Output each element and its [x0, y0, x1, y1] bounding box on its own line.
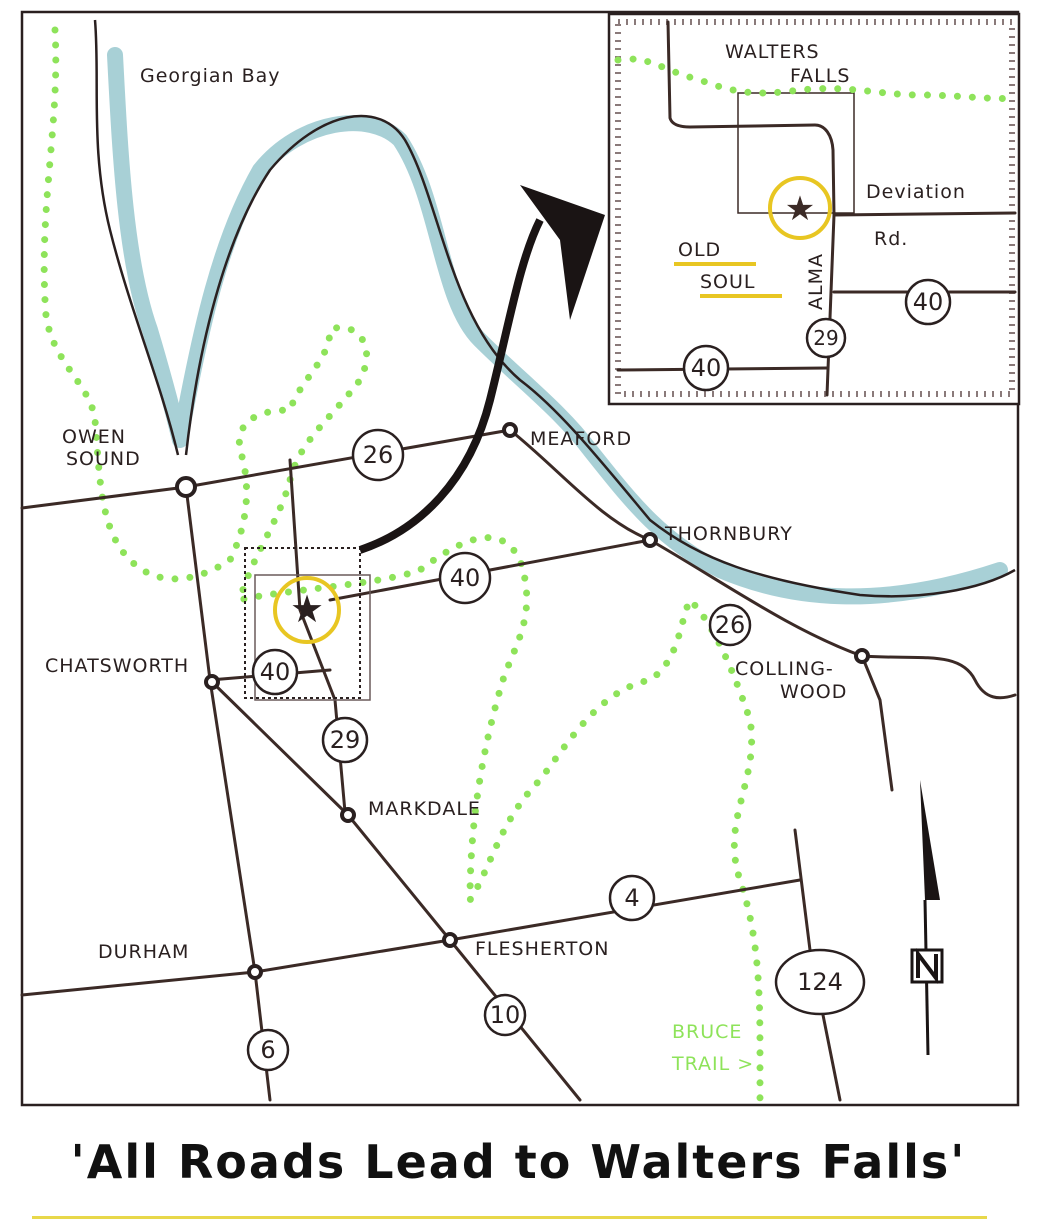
town-marker [204, 674, 220, 690]
location-highlight [273, 576, 341, 644]
deviation-rd-label-2: Rd. [874, 228, 908, 250]
svg-text:40: 40 [260, 658, 291, 686]
town-marker [247, 964, 263, 980]
star-icon: ★ [290, 587, 324, 631]
svg-text:29: 29 [813, 326, 838, 350]
map-caption: 'All Roads Lead to Walters Falls' [70, 1135, 967, 1189]
markdale-label: MARKDALE [368, 798, 481, 820]
map-frame [20, 10, 1020, 1107]
highway-26-shield: 26 [351, 428, 405, 482]
highway-29-shield: 29 [321, 716, 369, 764]
highway-40-shield: 40 [251, 648, 299, 696]
collingwood-label-1: COLLING- [735, 658, 834, 680]
thornbury-label: THORNBURY [664, 523, 793, 545]
svg-text:29: 29 [330, 726, 361, 754]
town-marker [340, 807, 356, 823]
caption-underline [32, 1216, 987, 1219]
town-marker [854, 648, 870, 664]
highway-124-shield: 124 [774, 948, 866, 1016]
location-highlight [768, 176, 832, 240]
bruce-trail [40, 26, 764, 1104]
meaford-label: MEAFORD [530, 428, 632, 450]
highway-10-shield: 10 [483, 993, 527, 1037]
chatsworth-label: CHATSWORTH [45, 655, 189, 677]
inset-highway-29-shield: 29 [805, 317, 847, 359]
town-marker [442, 932, 458, 948]
svg-text:40: 40 [691, 354, 722, 382]
arrow-to-inset [358, 218, 544, 554]
highway-26-shield: 26 [708, 603, 752, 647]
north-arrow-icon [910, 780, 944, 1056]
deviation-rd-label-1: Deviation [866, 181, 966, 203]
arrow-head-icon [520, 185, 605, 320]
old-soul-label-2: SOUL [700, 271, 756, 293]
owen-sound-label-2: SOUND [66, 448, 141, 470]
star-icon: ★ [785, 189, 815, 229]
walters-falls-label-2: FALLS [790, 65, 850, 87]
georgian-bay-label: Georgian Bay [140, 65, 281, 87]
town-marker [642, 532, 658, 548]
highway-4-shield: 4 [608, 874, 656, 922]
inset-highway-40-shield: 40 [682, 344, 730, 392]
town-marker [502, 422, 518, 438]
bruce-trail-label-1: BRUCE [672, 1021, 742, 1043]
bruce-trail-label-2: TRAIL > [671, 1053, 754, 1075]
svg-text:26: 26 [715, 611, 746, 639]
coastline [93, 19, 180, 456]
svg-text:6: 6 [260, 1036, 275, 1064]
durham-label: DURHAM [98, 941, 189, 963]
alma-street-label: ALMA [805, 253, 827, 310]
town-marker [175, 476, 197, 498]
highway-6-shield: 6 [246, 1028, 290, 1072]
collingwood-label-2: WOOD [780, 681, 847, 703]
flesherton-label: FLESHERTON [475, 938, 609, 960]
georgian-bay-shore [107, 47, 1008, 605]
svg-text:40: 40 [450, 564, 481, 592]
inset-highway-40-shield: 40 [904, 278, 952, 326]
highway-40-shield: 40 [438, 551, 492, 605]
old-soul-label-1: OLD [678, 239, 721, 261]
walters-falls-area-hatch [254, 574, 371, 701]
walters-falls-label-1: WALTERS [725, 41, 820, 63]
svg-text:40: 40 [913, 288, 944, 316]
svg-text:10: 10 [490, 1001, 521, 1029]
svg-text:124: 124 [797, 968, 843, 996]
owen-sound-label-1: OWEN [62, 426, 126, 448]
svg-text:26: 26 [363, 441, 394, 469]
svg-text:4: 4 [624, 884, 639, 912]
